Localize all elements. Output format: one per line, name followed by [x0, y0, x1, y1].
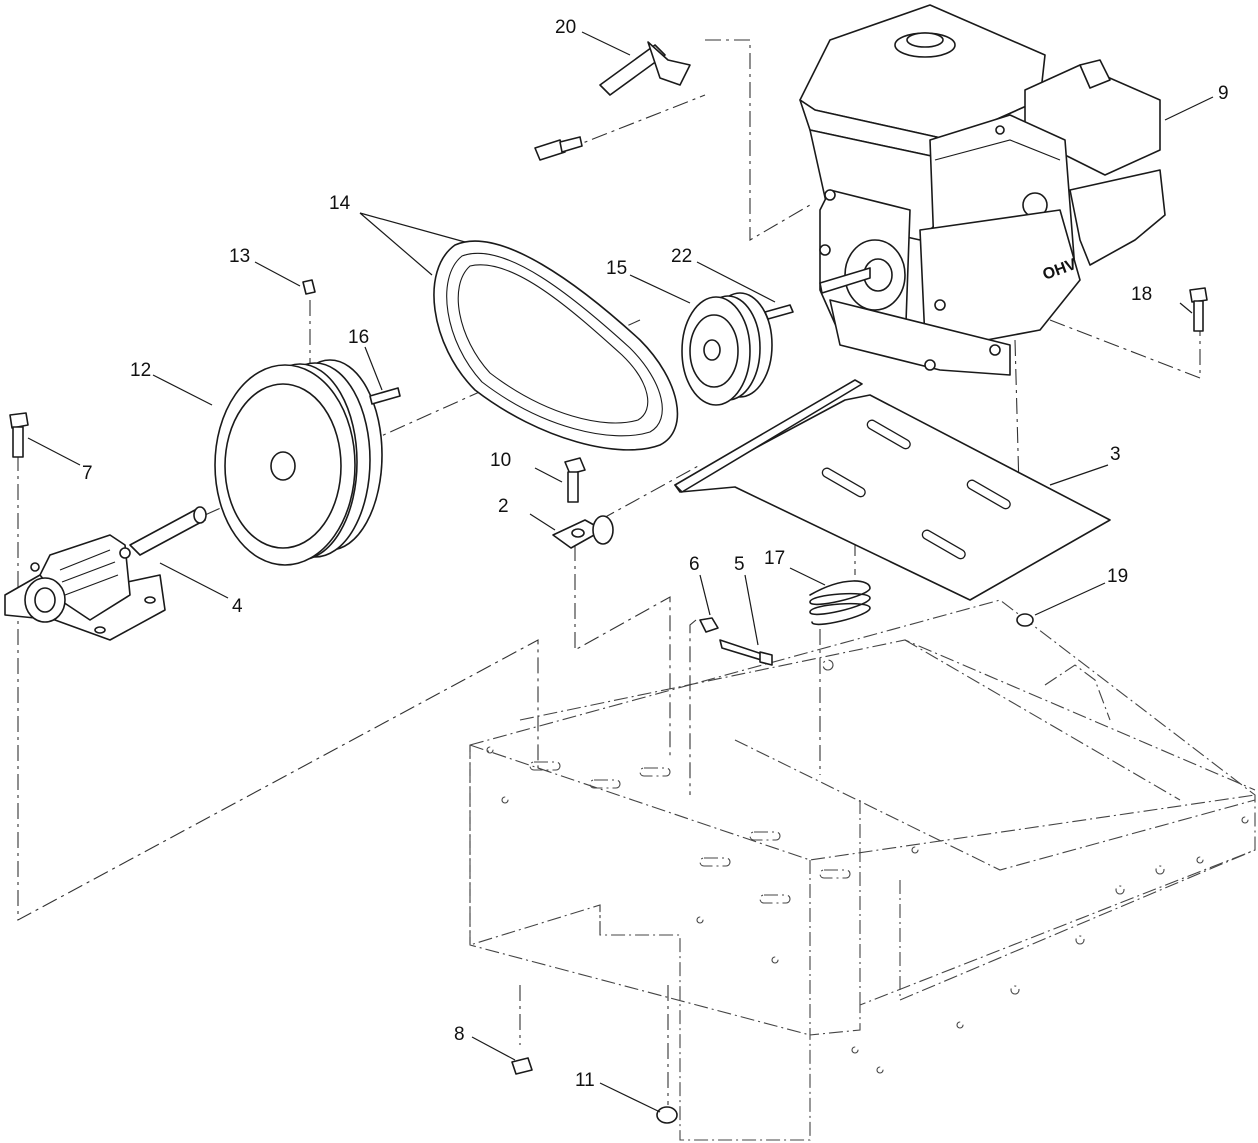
callout-5: 5: [734, 554, 745, 575]
callout-7: 7: [82, 463, 93, 484]
callout-22: 22: [671, 246, 692, 267]
callout-20: 20: [555, 17, 576, 38]
bolt-5-nut-6: [699, 617, 773, 666]
shaft-bearing: [4, 506, 207, 641]
callout-2: 2: [498, 496, 509, 517]
pulley-key: [369, 387, 401, 405]
callout-8: 8: [454, 1024, 465, 1045]
nut-8: [511, 1057, 533, 1075]
drive-belt: [433, 240, 679, 451]
engine-key: [764, 304, 794, 320]
callout-15: 15: [606, 258, 627, 279]
set-screw: [302, 279, 316, 295]
nut-19: [1016, 613, 1034, 627]
bolt-7: [9, 412, 29, 458]
callout-3: 3: [1110, 444, 1121, 465]
leaders: [27, 31, 1214, 1113]
engine: OHV: [799, 4, 1166, 376]
callout-12: 12: [130, 360, 151, 381]
pivot-bracket: [552, 515, 614, 549]
callout-4: 4: [232, 596, 243, 617]
callout-16: 16: [348, 327, 369, 348]
driven-pulley: [214, 359, 383, 566]
callout-9: 9: [1218, 83, 1229, 104]
callout-10: 10: [490, 450, 511, 471]
bolt-18: [1189, 287, 1208, 332]
pin-20: [534, 41, 691, 161]
callout-18: 18: [1131, 284, 1152, 305]
callout-14: 14: [329, 193, 351, 214]
idler-plate: [674, 379, 1111, 601]
engine-pulley: [681, 292, 773, 406]
callout-11: 11: [575, 1070, 595, 1091]
callout-labels: 2 3 4 5 6 7 8 9 10 11 12 13 14 15 16 17 …: [82, 17, 1229, 1091]
spring: [809, 580, 871, 626]
callout-17: 17: [764, 548, 785, 569]
callout-19: 19: [1107, 566, 1128, 587]
callout-13: 13: [229, 246, 250, 267]
frame-phantom: [469, 599, 1256, 1141]
nut-11: [656, 1106, 678, 1124]
callout-6: 6: [689, 554, 700, 575]
bolt-10: [564, 457, 586, 503]
